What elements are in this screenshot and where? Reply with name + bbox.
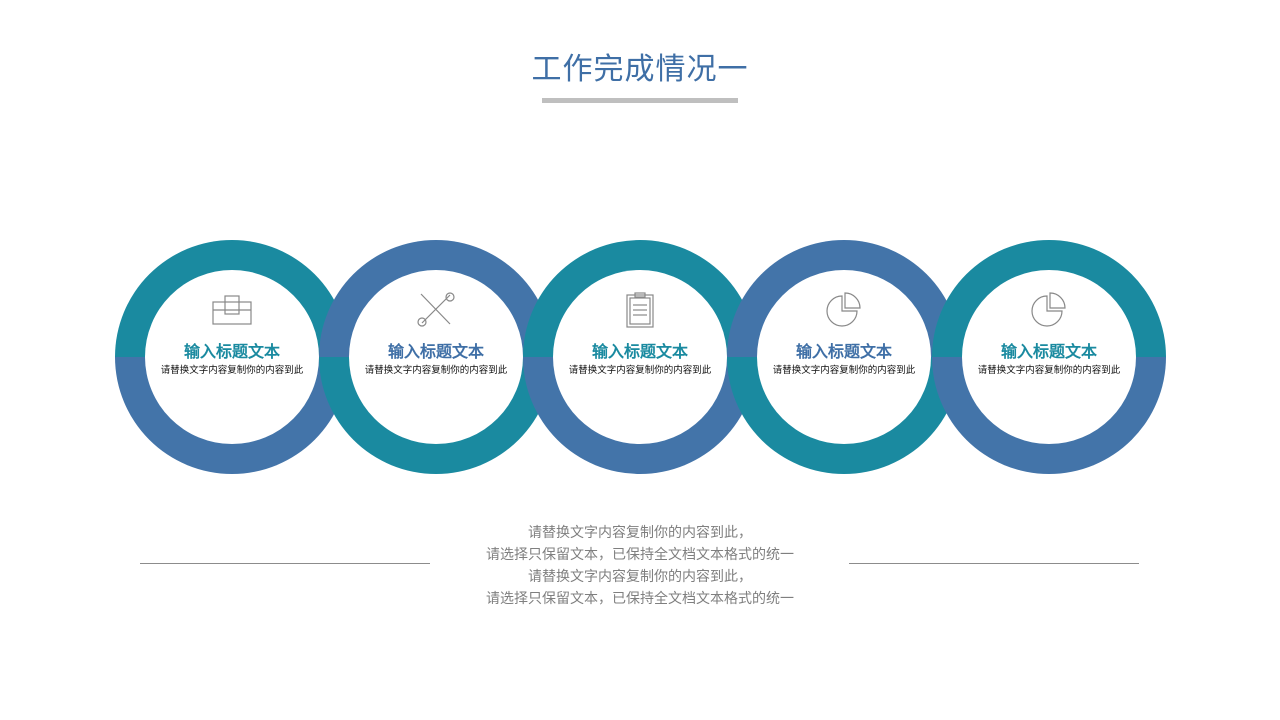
circle-item-2: 输入标题文本 请替换文字内容复制你的内容到此 — [319, 240, 553, 474]
divider-right — [849, 563, 1139, 564]
summary-line: 请替换文字内容复制你的内容到此， — [528, 569, 752, 585]
tools-icon — [417, 292, 455, 327]
item-title: 输入标题文本 — [591, 342, 688, 361]
circle-item-1: 输入标题文本 请替换文字内容复制你的内容到此 — [115, 240, 349, 474]
item-title: 输入标题文本 — [1000, 342, 1097, 361]
item-desc: 请替换文字内容复制你的内容到此 — [977, 365, 1121, 376]
summary-line: 请选择只保留文本，已保持全文档文本格式的统一 — [486, 591, 794, 607]
title-underline — [542, 98, 738, 103]
item-desc: 请替换文字内容复制你的内容到此 — [160, 365, 304, 376]
pie-chart-icon — [1031, 292, 1066, 327]
item-title: 输入标题文本 — [387, 342, 484, 361]
item-desc: 请替换文字内容复制你的内容到此 — [772, 365, 916, 376]
summary-line: 请替换文字内容复制你的内容到此， — [528, 525, 752, 541]
circle-item-5: 输入标题文本 请替换文字内容复制你的内容到此 — [932, 240, 1166, 474]
toolbox-icon — [212, 295, 252, 325]
page-title: 工作完成情况一 — [531, 52, 749, 87]
item-title: 输入标题文本 — [795, 342, 892, 361]
item-desc: 请替换文字内容复制你的内容到此 — [568, 365, 712, 376]
summary-paragraph: 请替换文字内容复制你的内容到此， 请选择只保留文本，已保持全文档文本格式的统一 … — [440, 522, 840, 610]
circle-item-4: 输入标题文本 请替换文字内容复制你的内容到此 — [727, 240, 961, 474]
item-title: 输入标题文本 — [183, 342, 280, 361]
divider-left — [140, 563, 430, 564]
summary-line: 请选择只保留文本，已保持全文档文本格式的统一 — [486, 547, 794, 563]
pie-chart-icon — [826, 292, 861, 327]
circle-item-3: 输入标题文本 请替换文字内容复制你的内容到此 — [523, 240, 757, 474]
item-desc: 请替换文字内容复制你的内容到此 — [364, 365, 508, 376]
clipboard-icon — [626, 292, 654, 328]
